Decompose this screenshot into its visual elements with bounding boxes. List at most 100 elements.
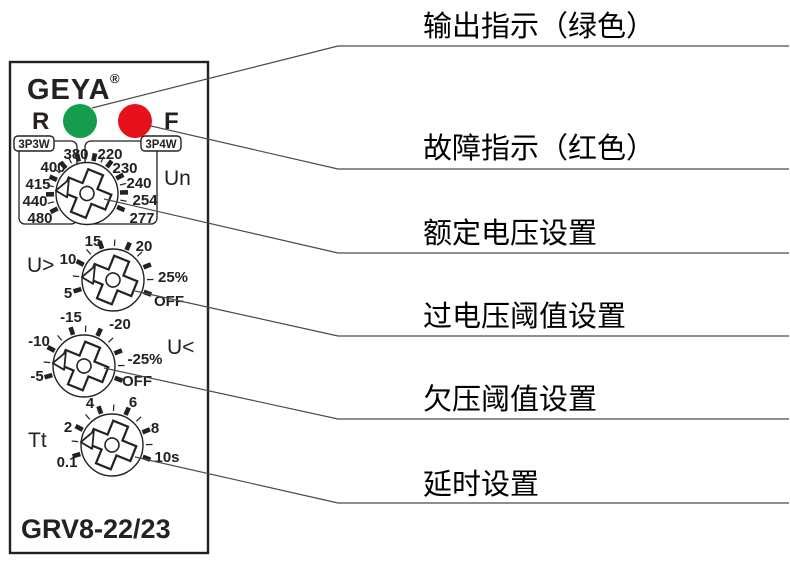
annotations: 输出指示（绿色） 故障指示（红色） 额定电压设置 过电压阈值设置 欠压阈值设置 … [423,10,655,501]
dial-tick [47,184,54,188]
dial-tick [54,168,61,174]
dial-tick [47,201,55,204]
un-value: 254 [132,192,158,209]
dial-tick [74,153,82,163]
dial-un-name: Un [164,167,191,190]
under-value: -10 [28,333,50,350]
un-value: 415 [25,176,50,193]
un-value: 380 [63,146,88,163]
dial-tick [46,345,56,353]
dial-tick [107,337,114,343]
registered-trademark-icon: ® [110,71,120,86]
dial-undervoltage-labels: -15 -20 -10 -25% -5 OFF [28,309,162,390]
led-run-label: R [32,108,49,135]
un-value: 400 [40,159,65,176]
annotation-output-indicator: 输出指示（绿色） [423,10,655,43]
dial-tick [97,240,105,250]
dial-tick [49,206,59,215]
leader-rated-voltage [103,198,789,254]
dial-tick [123,406,131,416]
wiring-3p4w-box [140,135,182,152]
un-value: 480 [27,210,52,227]
over-value: OFF [154,293,184,310]
dial-tick [142,262,152,270]
under-value: -15 [60,309,82,326]
dial-tick [113,348,123,356]
dial-tick [57,335,63,341]
led-fault-label: F [164,108,179,135]
wiring-3p3w-box [13,135,55,152]
dial-tick [91,152,98,162]
leader-undervoltage [103,367,789,420]
dial-tick [113,375,124,383]
annotation-overvoltage-threshold-setting: 过电压阈值设置 [423,300,626,333]
over-value: 25% [158,269,188,286]
un-value: 277 [129,210,154,227]
wiring-3p3w-label: 3P3W [18,139,49,151]
dial-delay-labels: 2 4 6 8 0.1 10s [57,394,180,471]
leader-delay [134,456,789,504]
dial-tick [105,159,114,169]
leader-fault-indicator [150,125,789,170]
dial-tick [115,172,125,181]
over-value: 5 [64,285,72,302]
dial-tick [72,275,80,278]
dial-tick [67,157,73,164]
brand-logo: GEYA [27,74,111,106]
annotation-rated-voltage-setting: 额定电压设置 [423,217,597,250]
un-value: 230 [112,160,137,177]
dial-tick [112,166,119,173]
wiring-3p4w-label: 3P4W [145,139,176,151]
dial-undervoltage-name: U< [167,336,194,359]
over-value: 20 [136,238,153,255]
delay-value: 4 [86,395,95,412]
dial-tick [74,424,84,432]
run-led-green [63,104,97,138]
dial-tick [95,327,103,337]
dial-tick [96,405,104,415]
un-value: 240 [126,175,151,192]
over-value: 15 [85,233,102,250]
dial-tick [135,416,142,422]
delay-value: 8 [151,420,159,437]
leader-lines [91,45,789,504]
delay-value: 0.1 [57,454,78,471]
annotation-delay-setting: 延时设置 [423,468,539,501]
dial-tick [48,174,58,182]
dial-tick [71,440,79,443]
over-value: 10 [60,251,77,268]
dial-un-labels: 380 220 400 230 415 240 440 254 480 277 [22,146,158,227]
dial-tick [43,372,53,380]
under-value: -5 [30,368,43,385]
dial-overvoltage-name: U> [27,254,54,277]
dial-tick [75,259,85,267]
dial-tick [124,241,132,251]
annotation-undervoltage-threshold-setting: 欠压阈值设置 [423,383,597,416]
dial-tick [141,427,151,435]
leader-overvoltage [134,290,789,337]
delay-value: 10s [154,449,179,466]
leader-output-indicator [91,45,789,109]
annotation-fault-indicator: 故障指示（红色） [423,132,655,165]
delay-value: 6 [129,394,137,411]
model-number: GRV8-22/23 [21,514,171,544]
dial-tick [136,251,143,257]
dial-tick [86,249,92,255]
dial-tick [141,454,152,462]
dial-tick [120,199,127,202]
dial-tick [68,326,76,336]
dial-delay-name: Tt [28,429,47,452]
dial-tick [43,361,51,364]
delay-value: 2 [64,419,72,436]
under-value: -20 [109,316,131,333]
un-value: 440 [22,193,47,210]
dial-tick [116,204,126,213]
dial-tick [58,160,68,170]
dial-tick [119,182,127,186]
dial-ticks [43,152,154,462]
dial-tick [72,286,82,294]
un-value: 220 [97,146,122,163]
dial-tick [71,451,81,459]
